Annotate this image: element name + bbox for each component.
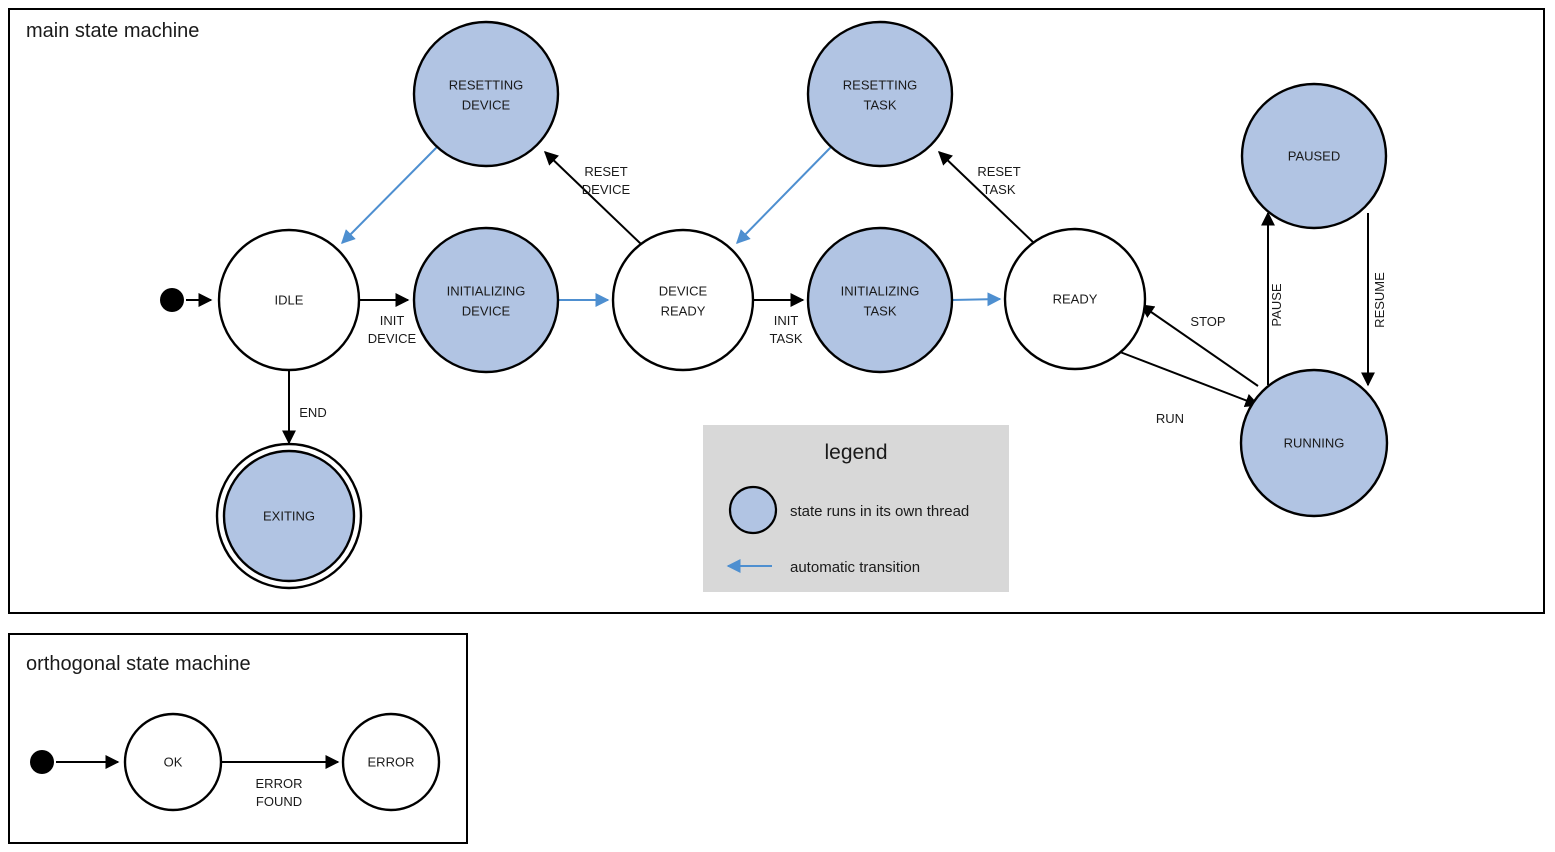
transition-label-init-task-line2: TASK xyxy=(770,331,803,346)
state-error[interactable]: ERROR xyxy=(341,712,441,812)
transition-label-error-found-line2: FOUND xyxy=(256,794,302,809)
legend-thread-swatch-icon xyxy=(728,485,778,535)
main-states: RESETTING DEVICE RESETTING TASK PAUSED I… xyxy=(160,20,1389,590)
state-idle[interactable]: IDLE xyxy=(217,228,361,372)
state-exiting[interactable]: EXITING xyxy=(215,442,363,590)
transition-label-resume: RESUME xyxy=(1372,272,1387,328)
state-label-exiting: EXITING xyxy=(263,508,315,523)
orthogonal-states: OK ERROR xyxy=(30,712,441,812)
state-resetting-task[interactable]: RESETTING TASK xyxy=(806,20,954,168)
transition-ok-to-error: ERROR FOUND xyxy=(221,755,340,809)
state-ok[interactable]: OK xyxy=(123,712,223,812)
transition-label-reset-device-line1: RESET xyxy=(584,164,627,179)
state-label-running: RUNNING xyxy=(1284,435,1345,450)
start-node-orthogonal xyxy=(30,750,54,774)
state-label-ready: READY xyxy=(1053,291,1098,306)
orthogonal-transitions: ERROR FOUND xyxy=(56,755,340,809)
transition-label-init-device-line1: INIT xyxy=(380,313,405,328)
state-label-initializing-task-line2: TASK xyxy=(864,303,897,318)
transition-paused-to-running: RESUME xyxy=(1361,213,1387,387)
state-label-initializing-device-line1: INITIALIZING xyxy=(447,283,526,298)
state-label-device-ready-line1: DEVICE xyxy=(659,283,708,298)
legend-item-label-auto: automatic transition xyxy=(790,559,920,576)
state-label-idle: IDLE xyxy=(275,292,304,307)
state-label-error: ERROR xyxy=(368,754,415,769)
legend-item-automatic-transition: automatic transition xyxy=(726,559,920,576)
final-state-inner-circle xyxy=(222,449,356,583)
orthogonal-frame-title: orthogonal state machine xyxy=(26,653,251,675)
legend-title: legend xyxy=(824,441,887,464)
transition-label-stop: STOP xyxy=(1190,314,1225,329)
state-label-paused: PAUSED xyxy=(1288,148,1341,163)
state-label-initializing-task-line1: INITIALIZING xyxy=(841,283,920,298)
legend-item-label-thread: state runs in its own thread xyxy=(790,503,969,520)
state-label-resetting-task-line2: TASK xyxy=(864,97,897,112)
state-initializing-device[interactable]: INITIALIZING DEVICE xyxy=(412,226,560,374)
transition-label-end: END xyxy=(299,405,326,420)
state-label-device-ready-line2: READY xyxy=(661,303,706,318)
transition-device-ready-to-resetting-device: RESET DEVICE xyxy=(543,151,643,246)
transition-label-reset-device-line2: DEVICE xyxy=(582,182,631,197)
transition-device-ready-to-initializing-task: INIT TASK xyxy=(754,293,805,346)
state-label-ok: OK xyxy=(164,754,183,769)
orthogonal-state-machine-frame: orthogonal state machine ERROR FOUND OK … xyxy=(8,633,468,844)
transition-idle-to-initializing-device: INIT DEVICE xyxy=(359,293,417,346)
state-initializing-task[interactable]: INITIALIZING TASK xyxy=(806,226,954,374)
transition-label-init-device-line2: DEVICE xyxy=(368,331,417,346)
legend-item-threaded-state: state runs in its own thread xyxy=(728,485,969,535)
state-label-resetting-device-line1: RESETTING xyxy=(449,77,523,92)
transition-resetting-device-to-idle xyxy=(341,146,438,244)
main-frame-title: main state machine xyxy=(26,20,199,42)
transition-label-error-found-line1: ERROR xyxy=(256,776,303,791)
main-state-machine-frame: main state machine INIT DEVICE RESET DEV xyxy=(8,8,1545,614)
start-node xyxy=(160,288,184,312)
transition-label-pause: PAUSE xyxy=(1269,283,1284,326)
state-running[interactable]: RUNNING xyxy=(1239,368,1389,518)
state-label-initializing-device-line2: DEVICE xyxy=(462,303,511,318)
state-ready[interactable]: READY xyxy=(1003,227,1147,371)
state-label-resetting-task-line1: RESETTING xyxy=(843,77,917,92)
legend: legend state runs in its own thread auto… xyxy=(703,425,1009,592)
state-label-resetting-device-line2: DEVICE xyxy=(462,97,511,112)
transition-label-run: RUN xyxy=(1156,411,1184,426)
transition-ready-to-running: RUN xyxy=(1119,351,1260,426)
transition-resetting-task-to-device-ready xyxy=(736,146,832,245)
transition-idle-to-exiting: END xyxy=(282,370,327,445)
state-paused[interactable]: PAUSED xyxy=(1240,82,1388,230)
transition-label-init-task-line1: INIT xyxy=(774,313,799,328)
transition-running-to-paused: PAUSE xyxy=(1261,211,1284,385)
transition-initializing-task-to-ready xyxy=(951,292,1002,307)
main-transitions: INIT DEVICE RESET DEVICE INIT TASK xyxy=(186,146,1387,445)
transition-label-reset-task-line1: RESET xyxy=(977,164,1020,179)
transition-running-to-ready: STOP xyxy=(1139,304,1259,387)
transition-ready-to-resetting-task: RESET TASK xyxy=(937,151,1036,245)
transition-label-reset-task-line2: TASK xyxy=(983,182,1016,197)
state-resetting-device[interactable]: RESETTING DEVICE xyxy=(412,20,560,168)
state-device-ready[interactable]: DEVICE READY xyxy=(611,228,755,372)
